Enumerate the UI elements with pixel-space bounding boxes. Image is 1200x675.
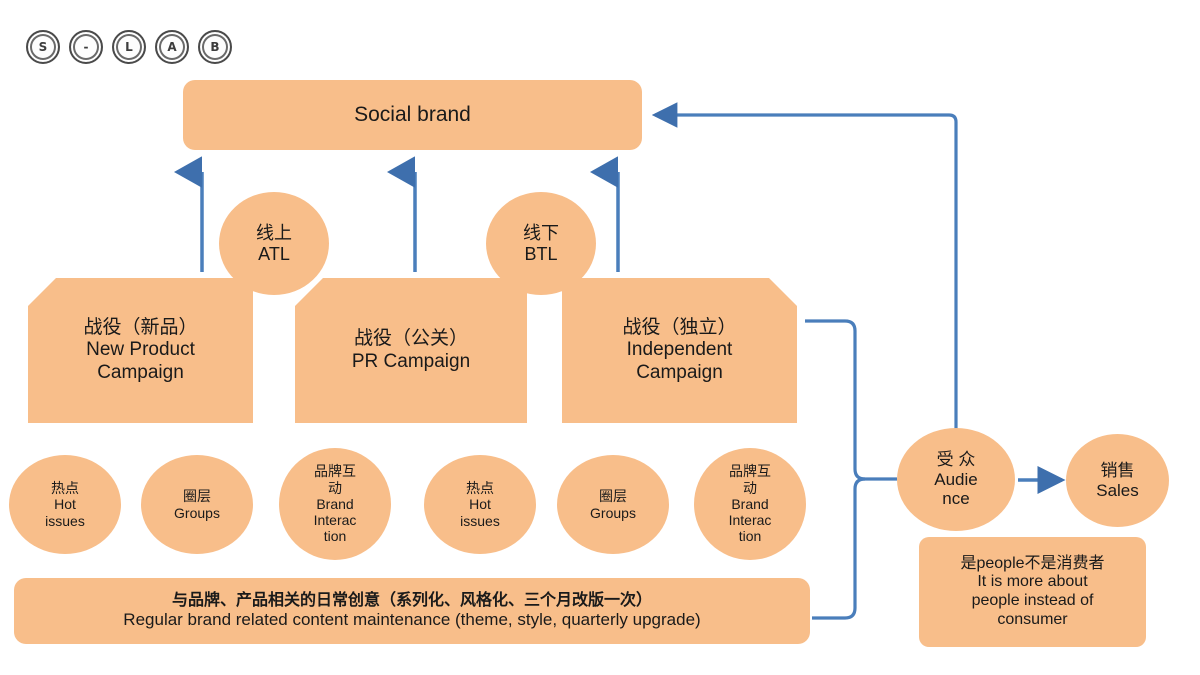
campaign-new-product-en-1: New Product <box>86 339 195 361</box>
people-note-line-2: It is more about <box>977 573 1088 591</box>
campaign-pr-en-1: PR Campaign <box>351 350 471 372</box>
logo-letter-icon: - <box>69 30 103 64</box>
tactic-cn-1: 圈层 <box>183 488 211 505</box>
node-social-brand: Social brand <box>183 80 642 150</box>
people-note-line-3: people instead of <box>971 592 1094 609</box>
node-channel-btl: 线下 BTL <box>486 192 596 295</box>
logo-letter-icon: A <box>155 30 189 64</box>
campaign-new-product-cn: 战役（新品） <box>83 317 198 339</box>
node-tactic-hot-issues: 热点 Hot issues <box>424 455 536 554</box>
logo-letter-icon: L <box>112 30 146 64</box>
s-lab-logo: S - L A B <box>26 30 232 64</box>
campaign-new-product-en-2: Campaign <box>97 361 184 383</box>
node-tactic-hot-issues: 热点 Hot issues <box>9 455 121 554</box>
node-campaign-new-product: 战役（新品） New Product Campaign <box>28 278 253 423</box>
campaign-pr-cn: 战役（公关） <box>353 328 468 350</box>
sales-label-cn: 销售 <box>1100 460 1135 480</box>
node-daily-content-banner: 与品牌、产品相关的日常创意（系列化、风格化、三个月改版一次） Regular b… <box>14 578 810 644</box>
node-channel-atl: 线上 ATL <box>219 192 329 295</box>
node-audience: 受 众 Audie nce <box>897 428 1015 531</box>
tactic-en-3: tion <box>738 528 762 545</box>
tactic-en-1: Brand <box>316 495 354 512</box>
people-note-line-4: consumer <box>997 610 1068 628</box>
atl-label-cn: 线上 <box>256 222 292 243</box>
tactic-cn-2: 动 <box>328 479 342 496</box>
tactic-en-1: Hot <box>54 496 76 513</box>
tactic-en-2: Interac <box>728 512 772 529</box>
audience-label-cn: 受 众 <box>936 449 976 469</box>
atl-label-en: ATL <box>258 243 290 264</box>
tactic-cn-1: 品牌互 <box>729 463 771 480</box>
node-tactic-brand-interaction: 品牌互 动 Brand Interac tion <box>279 448 391 560</box>
btl-label-cn: 线下 <box>523 222 559 243</box>
node-tactic-brand-interaction: 品牌互 动 Brand Interac tion <box>694 448 806 560</box>
tactic-en-2: issues <box>45 512 85 529</box>
daily-banner-line-en: Regular brand related content maintenanc… <box>123 610 701 630</box>
node-campaign-independent: 战役（独立） Independent Campaign <box>562 278 797 423</box>
tactic-en-1: Groups <box>590 504 636 521</box>
sales-label-en: Sales <box>1096 480 1139 500</box>
people-note-line-1: 是people不是消费者 <box>960 554 1105 572</box>
tactic-en-1: Brand <box>731 495 769 512</box>
tactic-cn-1: 热点 <box>51 480 79 497</box>
node-people-note: 是people不是消费者 It is more about people ins… <box>919 537 1146 647</box>
tactic-en-1: Hot <box>469 496 491 513</box>
node-sales: 销售 Sales <box>1066 434 1169 527</box>
tactic-en-2: issues <box>460 512 500 529</box>
tactic-en-1: Groups <box>174 504 220 521</box>
connector-brace-to-audience <box>805 319 866 620</box>
campaign-independent-en-1: Independent <box>626 339 733 361</box>
tactic-en-3: tion <box>323 528 347 545</box>
tactic-en-2: Interac <box>313 512 357 529</box>
tactic-cn-1: 热点 <box>466 480 494 497</box>
logo-letter-icon: B <box>198 30 232 64</box>
tactic-cn-2: 动 <box>743 479 757 496</box>
btl-label-en: BTL <box>524 243 558 264</box>
social-brand-label: Social brand <box>354 102 471 126</box>
node-tactic-groups: 圈层 Groups <box>557 455 669 554</box>
node-campaign-pr: 战役（公关） PR Campaign <box>295 278 527 423</box>
logo-letter-icon: S <box>26 30 60 64</box>
campaign-independent-en-2: Campaign <box>636 361 723 383</box>
daily-banner-line-cn: 与品牌、产品相关的日常创意（系列化、风格化、三个月改版一次） <box>171 591 652 609</box>
tactic-cn-1: 品牌互 <box>314 463 356 480</box>
tactic-cn-1: 圈层 <box>599 488 627 505</box>
campaign-independent-cn: 战役（独立） <box>622 317 737 339</box>
audience-label-en-1: Audie <box>934 469 978 489</box>
node-tactic-groups: 圈层 Groups <box>141 455 253 554</box>
audience-label-en-2: nce <box>942 489 970 509</box>
